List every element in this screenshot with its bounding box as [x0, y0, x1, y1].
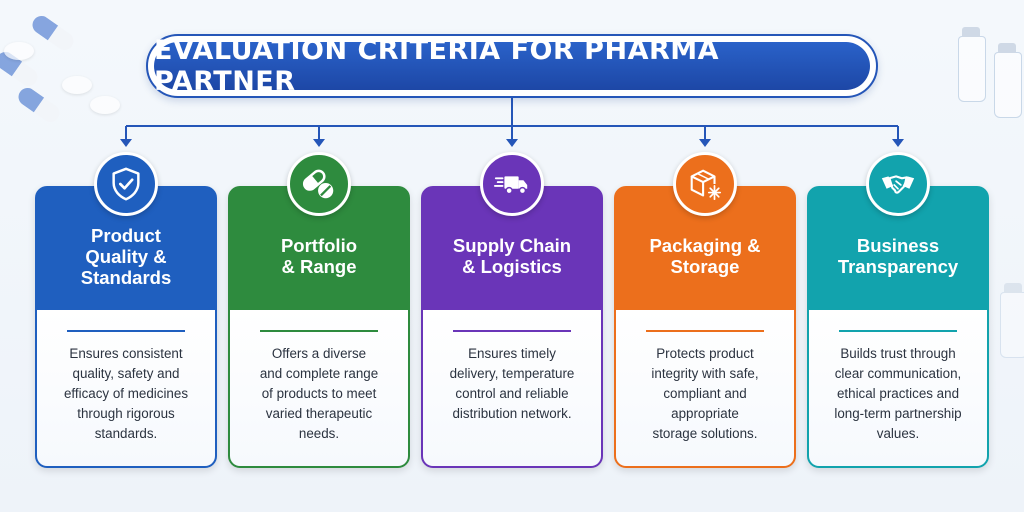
card-title: Supply Chain & Logistics — [452, 235, 572, 277]
delivery-truck-icon — [480, 152, 544, 216]
criteria-card-business-transparency: Business Transparency Builds trust throu… — [807, 186, 989, 468]
criteria-card-portfolio-range: Portfolio & Range Offers a diverse and c… — [228, 186, 410, 468]
divider — [260, 330, 378, 332]
card-description: Ensures consistent quality, safety and e… — [63, 346, 189, 441]
page-title: EVALUATION CRITERIA FOR PHARMA PARTNER — [154, 35, 720, 97]
criteria-card-supply-chain: Supply Chain & Logistics Ensures timely … — [421, 186, 603, 468]
handshake-icon — [866, 152, 930, 216]
card-description: Builds trust through clear communication… — [834, 346, 962, 441]
card-description: Ensures timely delivery, temperature con… — [449, 346, 575, 421]
capsule-pill-icon — [287, 152, 351, 216]
divider — [453, 330, 571, 332]
criteria-card-product-quality: Product Quality & Standards Ensures cons… — [35, 186, 217, 468]
shield-check-icon — [94, 152, 158, 216]
divider — [67, 330, 185, 332]
card-description: Offers a diverse and complete range of p… — [259, 346, 379, 441]
card-description: Protects product integrity with safe, co… — [651, 346, 759, 441]
box-snowflake-icon — [673, 152, 737, 216]
divider — [839, 330, 957, 332]
card-title: Portfolio & Range — [280, 235, 358, 277]
card-title: Business Transparency — [837, 235, 959, 277]
title-banner: EVALUATION CRITERIA FOR PHARMA PARTNER — [146, 34, 878, 98]
card-title: Packaging & Storage — [649, 235, 761, 277]
card-title: Product Quality & Standards — [80, 224, 172, 288]
divider — [646, 330, 764, 332]
criteria-card-packaging-storage: Packaging & Storage Protects product int… — [614, 186, 796, 468]
